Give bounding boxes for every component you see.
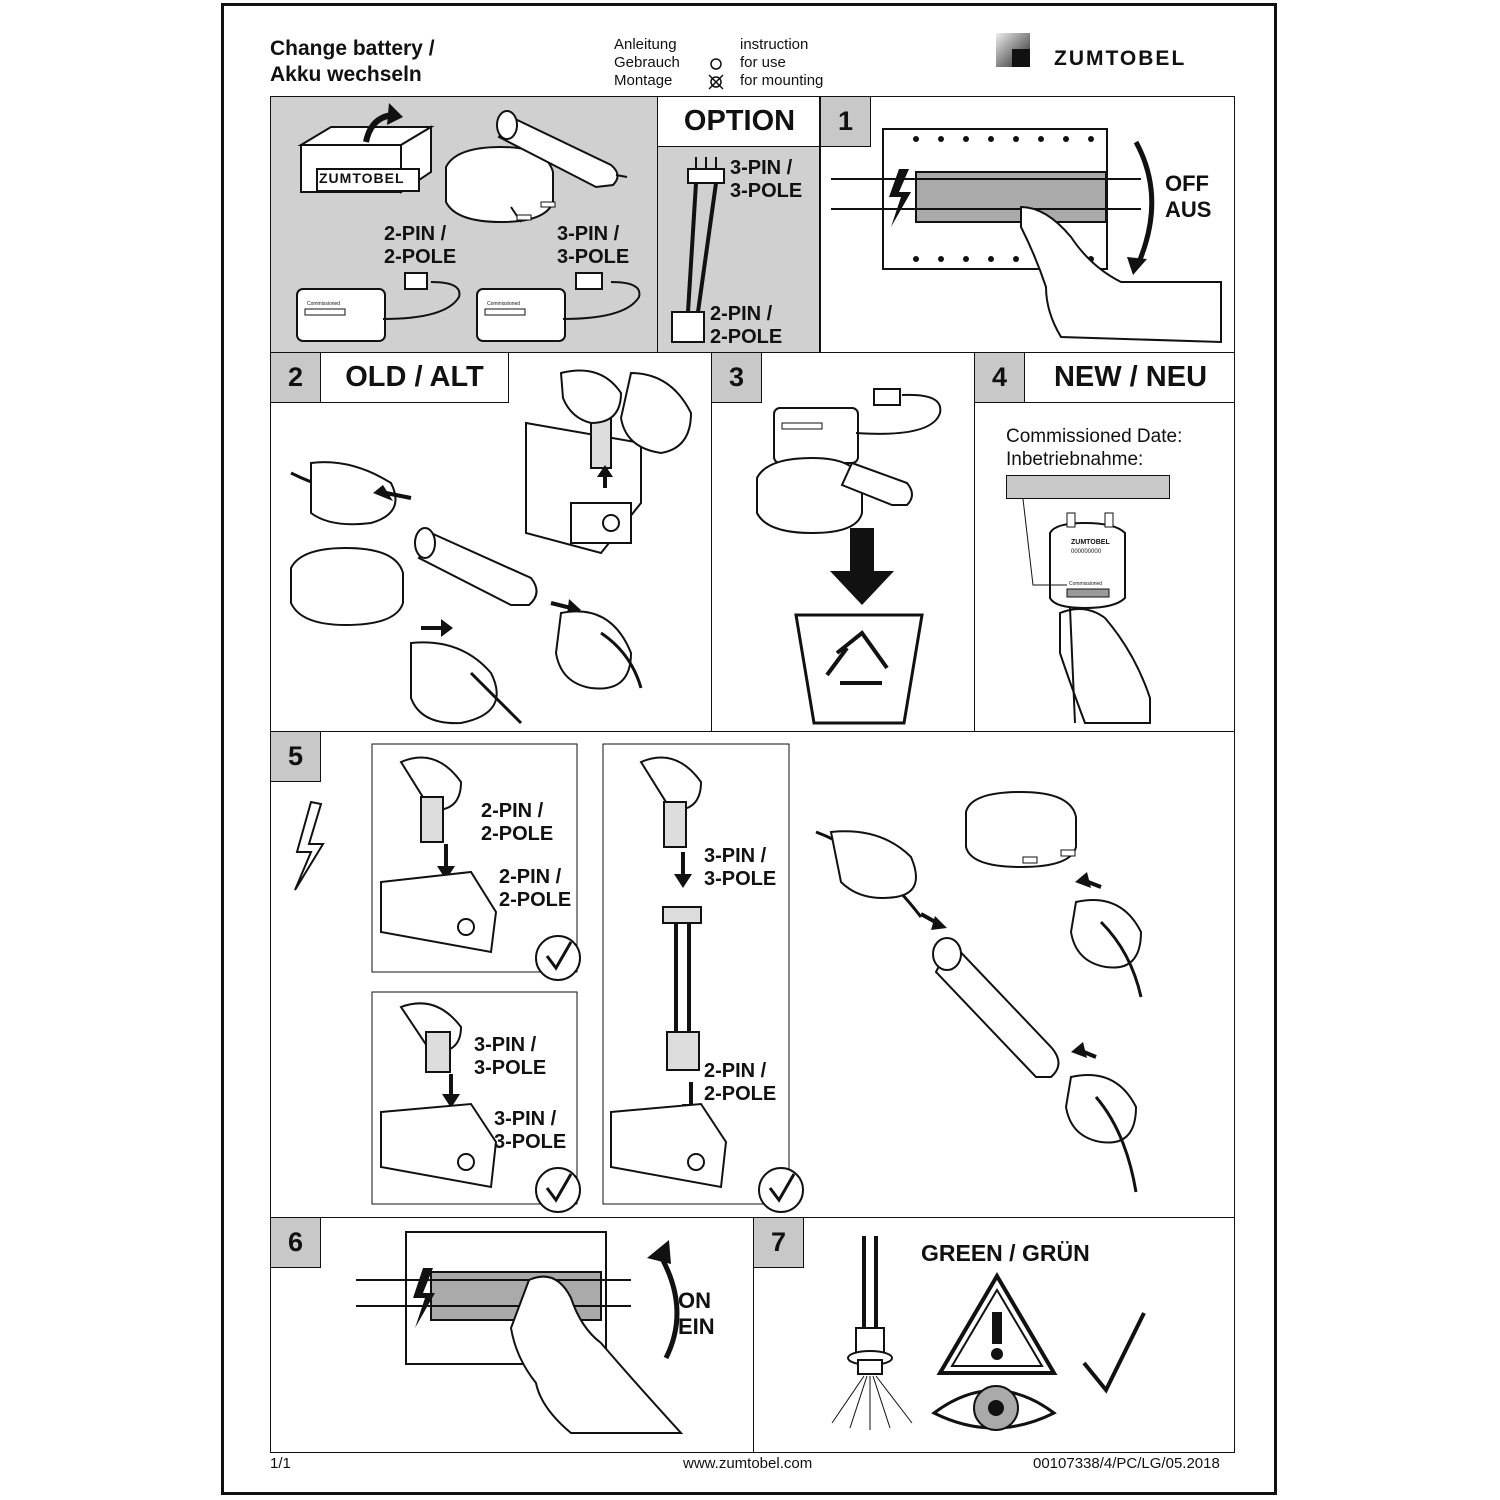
- hand-left-icon: [310, 461, 397, 526]
- step-6-number: 6: [271, 1218, 321, 1268]
- s5-label-2pin-c: 2-PIN / 2-POLE: [704, 1060, 777, 1105]
- s5-label-2pin-b: 2-PIN / 2-POLE: [499, 866, 572, 911]
- title-line-de: Akku wechseln: [270, 63, 422, 86]
- label-3pin: 3-PIN / 3-POLE: [557, 223, 630, 268]
- box-label: ZUMTOBEL: [319, 170, 405, 186]
- module-2pin-icon: [296, 272, 461, 342]
- cylinder-battery-icon: [496, 110, 628, 189]
- option-title: OPTION: [658, 97, 819, 147]
- step-2-panel: 2 OLD / ALT: [270, 352, 712, 732]
- option-label-3pin: 3-PIN / 3-POLE: [730, 157, 803, 202]
- checkmark-icon: [1082, 1312, 1146, 1394]
- step-6-panel: 6 ON EIN: [270, 1217, 754, 1453]
- adapter-connection-diagram: [610, 756, 804, 1213]
- lightning-icon: [413, 1268, 435, 1328]
- battery-brand-label: ZUMTOBEL: [1071, 539, 1110, 546]
- old-flat-battery-icon: [756, 456, 863, 535]
- hand-icon: [1020, 205, 1222, 344]
- shipping-box-icon: [297, 103, 435, 194]
- writing-hand-icon: [1059, 608, 1151, 724]
- website-url[interactable]: www.zumtobel.com: [683, 1455, 813, 1472]
- step-7-title: GREEN / GRÜN: [921, 1240, 1090, 1266]
- battery-serial-label: 000000000: [1071, 549, 1102, 555]
- check-circle-icon: [535, 935, 581, 981]
- new-battery-label-illustration: [1022, 498, 1151, 724]
- on-arrow-icon: [656, 1251, 680, 1360]
- option-label-2pin: 2-PIN / 2-POLE: [710, 303, 783, 348]
- check-circle-icon: [758, 1167, 804, 1213]
- s5-label-2pin-a: 2-PIN / 2-POLE: [481, 800, 554, 845]
- device-label-right: Commissioned: [487, 301, 521, 307]
- warning-triangle-icon: [936, 1272, 1058, 1375]
- legend-german: Anleitung Gebrauch Montage: [614, 36, 680, 89]
- recycle-symbol-icon: [825, 630, 889, 685]
- zumtobel-logo-icon: [996, 33, 1030, 67]
- old-module-icon: [773, 407, 859, 464]
- overview-illustration: [296, 103, 641, 342]
- flat-battery-icon: [445, 145, 556, 224]
- step-4-title: NEW / NEU: [1025, 353, 1234, 403]
- s5-label-3pin-b: 3-PIN / 3-POLE: [494, 1108, 567, 1153]
- down-arrow-icon: [830, 571, 894, 605]
- status-led-illustration: [831, 1236, 1146, 1431]
- step-1-number: 1: [821, 97, 871, 147]
- step-3-panel: 3: [711, 352, 975, 732]
- s5-label-3pin-c: 3-PIN / 3-POLE: [704, 845, 777, 890]
- commissioned-date-field[interactable]: [1006, 475, 1170, 499]
- title-line-en: Change battery /: [270, 37, 435, 60]
- module-3pin-icon: [476, 272, 641, 342]
- label-2pin: 2-PIN / 2-POLE: [384, 223, 457, 268]
- battery-commissioned-label: Commissioned: [1069, 581, 1103, 587]
- lightning-icon: [889, 169, 911, 227]
- step-7-panel: 7 GREEN / GRÜN: [753, 1217, 1235, 1453]
- step-3-number: 3: [712, 353, 762, 403]
- brand-name: ZUMTOBEL: [1054, 47, 1187, 70]
- off-arrow-icon: [1133, 140, 1155, 263]
- recycle-illustration: [756, 388, 942, 725]
- hand-right-icon: [554, 610, 633, 690]
- step-4-panel: 4 NEW / NEU Commissioned Date: Inbetrieb…: [974, 352, 1235, 732]
- hand-bottom-icon: [410, 641, 498, 725]
- document-code: 00107338/4/PC/LG/05.2018: [1033, 1455, 1220, 1472]
- adapter-cable-illustration: [671, 157, 725, 343]
- step-5-number: 5: [271, 732, 321, 782]
- connector-2pin-diagram: [380, 756, 581, 981]
- legend-english: instruction for use for mounting: [740, 36, 824, 89]
- step-5-panel: 5: [270, 731, 1235, 1218]
- option-panel: OPTION 3-PIN / 3-POLE 2-PIN / 2-POLE: [657, 96, 820, 353]
- install-new-battery-illustration: [294, 743, 1143, 1213]
- remove-old-battery-illustration: [290, 369, 693, 725]
- step-4-number: 4: [975, 353, 1025, 403]
- s5-label-3pin-a: 3-PIN / 3-POLE: [474, 1034, 547, 1079]
- battery-connect-diagram: [815, 790, 1143, 1193]
- off-label: OFF AUS: [1165, 171, 1212, 222]
- connector-3pin-diagram: [380, 1002, 581, 1213]
- page-number: 1/1: [270, 1455, 291, 1472]
- check-circle-icon: [535, 1167, 581, 1213]
- step-2-title: OLD / ALT: [321, 353, 509, 403]
- step-2-number: 2: [271, 353, 321, 403]
- document-title: Change battery / Akku wechseln: [270, 36, 435, 88]
- flat-battery-old-icon: [290, 546, 404, 627]
- on-label: ON EIN: [678, 1288, 715, 1339]
- device-label-left: Commissioned: [307, 301, 341, 307]
- hand-top-icon: [559, 369, 623, 425]
- breaker-on-illustration: [356, 1231, 684, 1434]
- waste-bin-icon: [794, 613, 924, 725]
- breaker-off-illustration: [831, 128, 1222, 344]
- commissioned-text: Commissioned Date: Inbetriebnahme:: [1006, 426, 1183, 470]
- led-indicator-icon: [831, 1236, 913, 1430]
- lightning-warning-icon: [294, 800, 325, 891]
- hand-icon: [509, 1275, 684, 1434]
- cylinder-battery-old-icon: [417, 531, 538, 606]
- step-1-panel: 1 OFF AUS: [820, 96, 1235, 353]
- overview-panel: ZUMTOBEL 2-PIN / 2-POLE 3-PIN / 3-POLE C…: [270, 96, 658, 353]
- eye-icon: [931, 1385, 1057, 1431]
- step-7-number: 7: [754, 1218, 804, 1268]
- old-cylinder-battery-icon: [840, 461, 913, 506]
